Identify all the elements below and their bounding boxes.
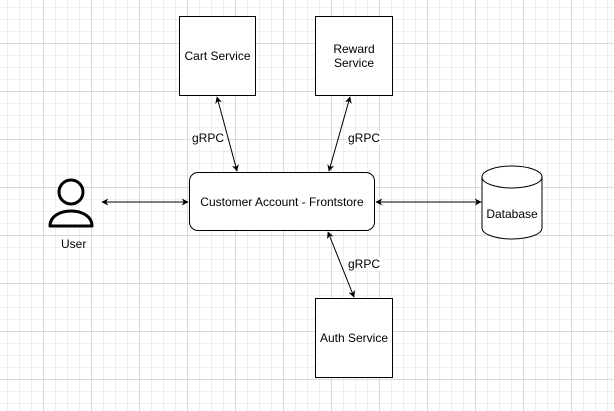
- edge-label-reward-grpc: gRPC: [347, 131, 382, 145]
- user-label: User: [61, 237, 87, 251]
- auth-service-node[interactable]: Auth Service: [315, 298, 393, 378]
- reward-service-node[interactable]: Reward Service: [315, 16, 393, 96]
- edge-reward-frontstore[interactable]: [327, 96, 352, 172]
- database-cylinder-icon[interactable]: [481, 165, 543, 240]
- edge-frontstore-auth[interactable]: [327, 231, 355, 298]
- reward-service-label: Reward Service: [333, 42, 375, 70]
- edge-cart-frontstore[interactable]: [215, 96, 239, 172]
- user-icon[interactable]: [48, 178, 94, 228]
- edge-label-auth-grpc: gRPC: [347, 257, 382, 271]
- cart-service-node[interactable]: Cart Service: [179, 16, 256, 96]
- database-label: Database: [486, 207, 538, 221]
- frontstore-node[interactable]: Customer Account - Frontstore: [189, 172, 375, 231]
- auth-service-label: Auth Service: [319, 331, 389, 345]
- frontstore-label: Customer Account - Frontstore: [200, 194, 364, 209]
- edge-label-cart-grpc: gRPC: [191, 131, 226, 145]
- cart-service-label: Cart Service: [184, 49, 251, 63]
